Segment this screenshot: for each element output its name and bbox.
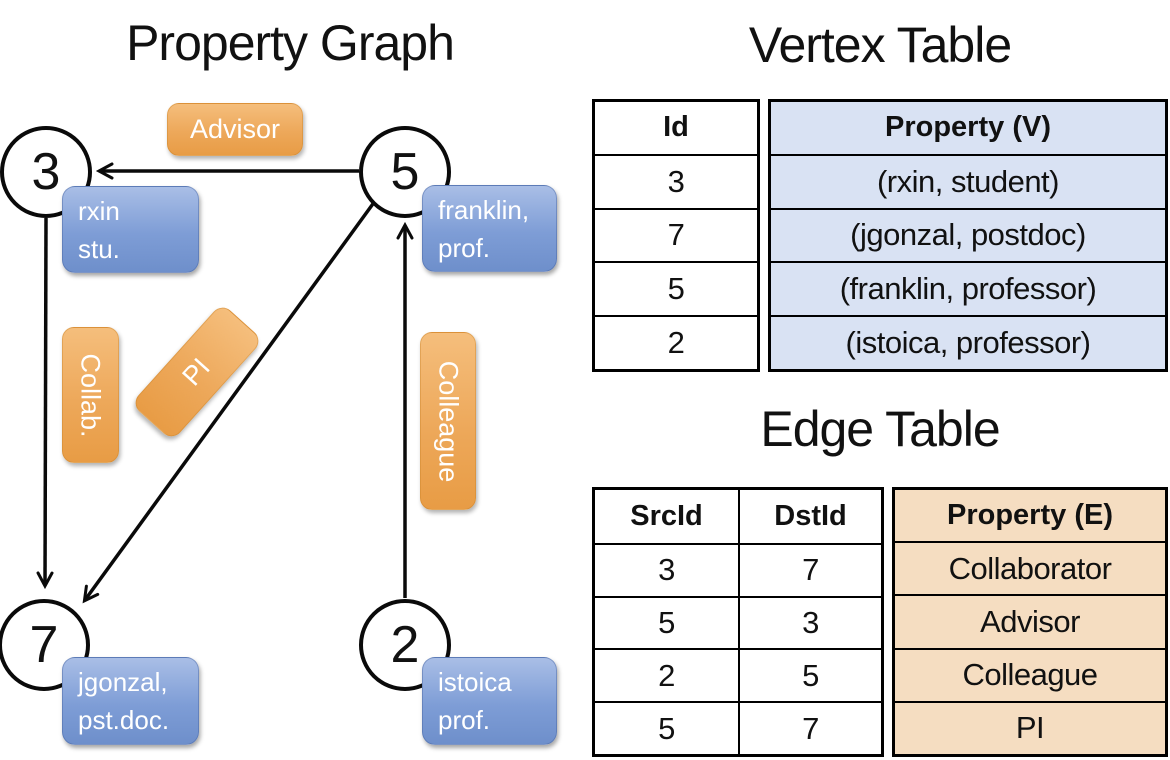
vertex-id-7: 7 [29, 616, 59, 674]
edge-dstid-cell: 7 [738, 701, 881, 754]
edge-table-title: Edge Table [760, 401, 1000, 457]
edge-table-dstid-header: DstId [738, 490, 881, 543]
edge-label-text: Collab. [76, 352, 107, 438]
edge-property-cell: Advisor [895, 594, 1165, 647]
vertex-id-cell: 3 [595, 153, 757, 208]
edge-3-to-7-collab [36, 217, 54, 590]
edge-srcid-cell: 2 [595, 648, 738, 701]
edge-property-cell: PI [895, 700, 1165, 754]
vertex-node-5: 5 [359, 126, 451, 218]
edge-table-id-columns: SrcId DstId 3 7 5 3 2 5 5 7 [592, 487, 884, 757]
edge-property-cell: Collaborator [895, 541, 1165, 594]
vertex-id-cell: 2 [595, 315, 757, 369]
vertex-id-3: 3 [31, 143, 61, 201]
vertex-table-title: Vertex Table [748, 17, 1012, 73]
edge-table-property-column: Property (E) Collaborator Advisor Collea… [892, 487, 1168, 757]
edge-srcid-cell: 5 [595, 701, 738, 754]
vertex-property-label-3: rxin stu. [62, 186, 199, 273]
vertex-property-line: prof. [438, 705, 491, 735]
edge-srcid-cell: 5 [595, 595, 738, 649]
vertex-table-id-header: Id [663, 111, 689, 144]
edge-label-text: PI [176, 352, 217, 392]
edge-dstid-cell: 3 [738, 595, 881, 649]
edge-table-srcid-header: SrcId [630, 499, 703, 532]
edge-label-collab: Collab. [62, 327, 119, 463]
edge-label-advisor: Advisor [167, 103, 303, 156]
edge-dstid-cell: 7 [738, 542, 881, 596]
vertex-property-cell: (jgonzal, postdoc) [771, 207, 1165, 262]
vertex-property-label-2: istoica prof. [422, 657, 557, 745]
vertex-property-line: rxin [78, 196, 120, 226]
vertex-property-line: stu. [78, 234, 120, 264]
vertex-property-line: prof. [438, 233, 491, 263]
edge-label-text: Colleague [433, 360, 464, 482]
vertex-table-property-header: Property (V) [885, 111, 1051, 144]
vertex-property-label-5: franklin, prof. [422, 185, 557, 272]
vertex-property-cell: (istoica, professor) [771, 315, 1165, 369]
edge-srcid-cell: 3 [595, 542, 738, 596]
vertex-id-5: 5 [390, 143, 420, 201]
vertex-property-label-7: jgonzal, pst.doc. [62, 657, 199, 745]
vertex-id-2: 2 [390, 616, 420, 674]
vertex-id-cell: 5 [595, 261, 757, 315]
vertex-table-id-column: Id 3 7 5 2 [592, 99, 760, 372]
property-graph-title: Property Graph [126, 15, 455, 71]
edge-dstid-cell: 5 [738, 648, 881, 702]
vertex-property-line: istoica [438, 667, 512, 697]
vertex-id-cell: 7 [595, 207, 757, 262]
vertex-table-property-column: Property (V) (rxin, student) (jgonzal, p… [768, 99, 1168, 372]
edge-label-colleague: Colleague [420, 332, 476, 510]
graph-edges-layer [36, 162, 414, 604]
edge-table: SrcId DstId 3 7 5 3 2 5 5 7 Property (E)… [592, 487, 1168, 757]
vertex-property-line: jgonzal, [78, 667, 168, 697]
edge-5-to-7-pi [82, 199, 377, 604]
vertex-property-cell: (franklin, professor) [771, 261, 1165, 315]
vertex-table: Id 3 7 5 2 Property (V) (rxin, student) … [592, 99, 1168, 372]
vertex-property-cell: (rxin, student) [771, 153, 1165, 208]
vertex-property-line: franklin, [438, 195, 530, 225]
edge-property-cell: Colleague [895, 647, 1165, 701]
edge-table-property-header: Property (E) [947, 499, 1113, 532]
edge-label-text: Advisor [189, 114, 281, 144]
vertex-property-line: pst.doc. [78, 705, 170, 735]
vertex-node-2: 2 [359, 599, 451, 691]
